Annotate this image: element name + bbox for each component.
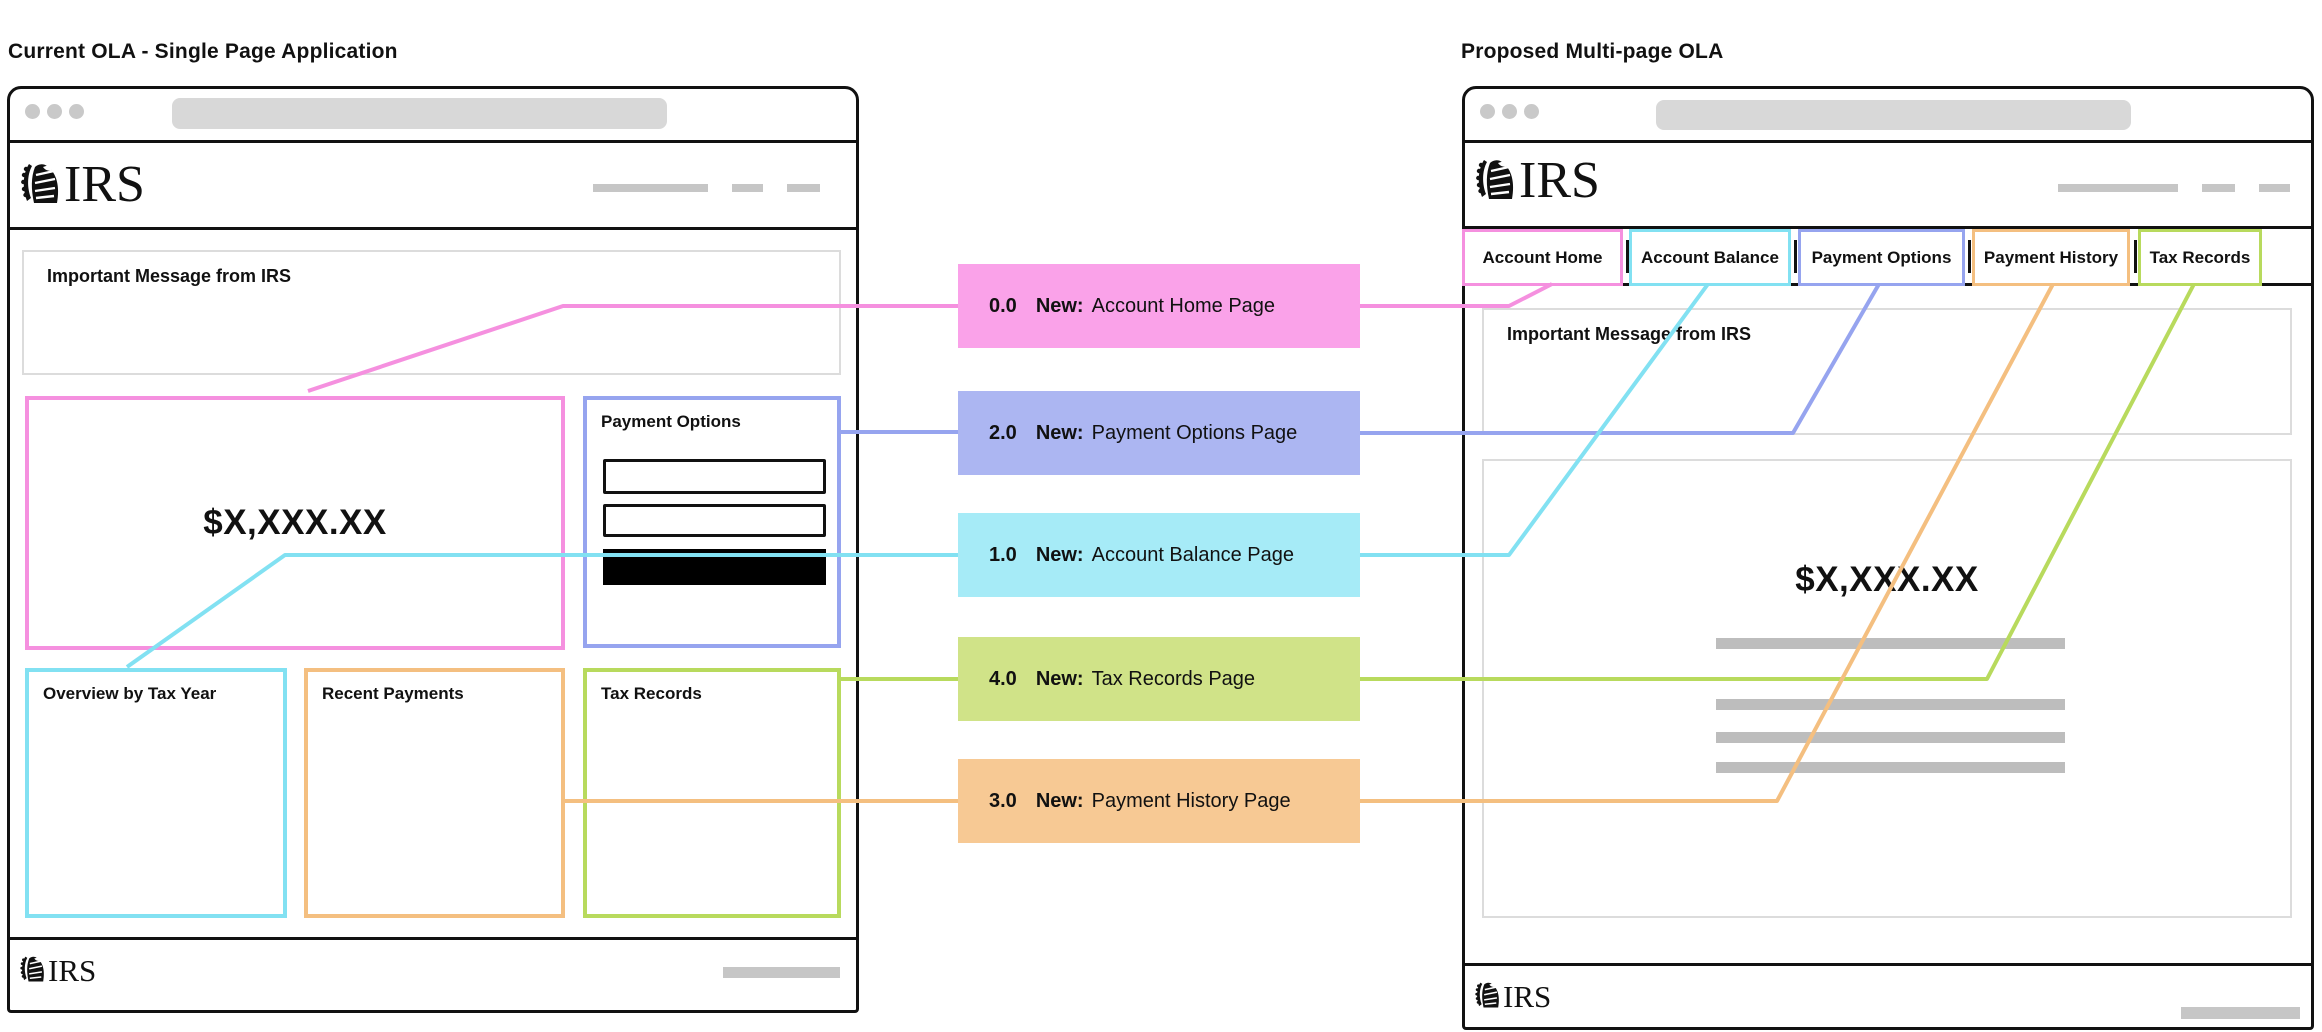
payment-options-title: Payment Options — [601, 412, 741, 431]
nav-bar-long — [2058, 184, 2178, 192]
window-controls — [1480, 104, 1539, 119]
header-nav-placeholder — [2058, 184, 2290, 192]
recent-payments-card: Recent Payments — [304, 668, 565, 918]
irs-site-footer: IRS — [10, 940, 856, 1013]
content-bar-placeholder — [1716, 762, 2065, 773]
irs-eagle-icon — [21, 164, 59, 203]
important-message-card: Important Message from IRS — [1482, 308, 2292, 435]
connector-order: 2.0 — [989, 421, 1017, 444]
connector-label-tax-records: 4.0 New: Tax Records Page — [958, 637, 1360, 721]
content-bar-placeholder — [1716, 732, 2065, 743]
irs-wordmark: IRS — [1503, 978, 1552, 1014]
connector-order: 1.0 — [989, 543, 1017, 566]
tax-records-title: Tax Records — [601, 684, 702, 703]
connector-order: 3.0 — [989, 789, 1017, 812]
nav-bar-short — [787, 184, 820, 192]
window-dot-icon[interactable] — [1502, 104, 1517, 119]
connector-prefix: New: — [1035, 294, 1084, 317]
window-dot-icon[interactable] — [1480, 104, 1495, 119]
window-dot-icon[interactable] — [25, 104, 40, 119]
current-ola-browser-window: IRS Important Message from IRS $X,XXX.XX… — [7, 86, 859, 1013]
tab-payment-history[interactable]: Payment History — [1972, 229, 2130, 286]
account-home-content-card: $X,XXX.XX — [1482, 459, 2292, 918]
right-panel-title: Proposed Multi-page OLA — [1461, 40, 1724, 63]
irs-wordmark: IRS — [64, 156, 145, 213]
irs-wordmark: IRS — [1519, 152, 1600, 209]
recent-payments-title: Recent Payments — [322, 684, 464, 703]
tab-separator — [1794, 240, 1797, 273]
connector-page-name: Account Balance Page — [1091, 543, 1294, 566]
important-message-title: Important Message from IRS — [47, 266, 292, 286]
left-page-content: Important Message from IRS $X,XXX.XX Pay… — [10, 230, 856, 940]
left-panel-title: Current OLA - Single Page Application — [8, 40, 398, 63]
window-dot-icon[interactable] — [47, 104, 62, 119]
header-nav-placeholder — [593, 184, 820, 192]
connector-prefix: New: — [1035, 421, 1084, 444]
payment-input-field[interactable] — [603, 459, 826, 494]
window-dot-icon[interactable] — [1524, 104, 1539, 119]
irs-eagle-icon — [1475, 982, 1499, 1008]
connector-prefix: New: — [1035, 789, 1084, 812]
footer-bar-placeholder — [2181, 1007, 2300, 1019]
irs-logo[interactable]: IRS — [1474, 155, 1600, 207]
tab-separator — [1626, 240, 1629, 273]
connector-label-payment-history: 3.0 New: Payment History Page — [958, 759, 1360, 843]
balance-amount: $X,XXX.XX — [203, 503, 387, 542]
irs-site-header: IRS — [1465, 143, 2311, 229]
payment-options-card: Payment Options — [583, 396, 841, 648]
irs-site-footer: IRS — [1465, 966, 2311, 1030]
tab-separator — [1968, 240, 1971, 273]
connector-page-name: Payment Options Page — [1091, 421, 1298, 444]
connector-label-account-balance: 1.0 New: Account Balance Page — [958, 513, 1360, 597]
balance-amount: $X,XXX.XX — [1795, 560, 1979, 599]
tax-records-card: Tax Records — [583, 668, 841, 918]
connector-page-name: Tax Records Page — [1091, 667, 1256, 690]
tab-separator — [2134, 240, 2137, 273]
connector-prefix: New: — [1035, 543, 1084, 566]
irs-eagle-icon — [1476, 160, 1514, 199]
connector-label-payment-options: 2.0 New: Payment Options Page — [958, 391, 1360, 475]
tab-tax-records[interactable]: Tax Records — [2138, 229, 2262, 286]
irs-site-header: IRS — [10, 143, 856, 230]
overview-by-tax-year-card: Overview by Tax Year — [25, 668, 287, 918]
nav-bar-short — [2202, 184, 2235, 192]
important-message-title: Important Message from IRS — [1507, 324, 1752, 344]
important-message-card: Important Message from IRS — [22, 250, 841, 375]
page-tab-bar: Account Home Account Balance Payment Opt… — [1462, 229, 2311, 286]
irs-logo[interactable]: IRS — [19, 159, 145, 211]
content-bar-placeholder — [1716, 638, 2065, 649]
irs-wordmark: IRS — [48, 952, 97, 988]
window-controls — [25, 104, 84, 119]
nav-bar-short — [732, 184, 763, 192]
nav-bar-long — [593, 184, 708, 192]
proposed-ola-browser-window: IRS Account Home Account Balance Payment… — [1462, 86, 2314, 1030]
irs-eagle-icon — [20, 956, 44, 982]
footer-bar-placeholder — [723, 967, 840, 978]
connector-label-account-home: 0.0 New: Account Home Page — [958, 264, 1360, 348]
window-dot-icon[interactable] — [69, 104, 84, 119]
address-bar[interactable] — [172, 98, 667, 129]
connector-prefix: New: — [1035, 667, 1084, 690]
connector-order: 0.0 — [989, 294, 1017, 317]
browser-chrome — [1465, 89, 2311, 143]
irs-footer-logo: IRS — [1474, 980, 1551, 1012]
connector-order: 4.0 — [989, 667, 1017, 690]
browser-chrome — [10, 89, 856, 143]
overview-title: Overview by Tax Year — [43, 684, 217, 703]
irs-footer-logo: IRS — [19, 954, 96, 986]
content-bar-placeholder — [1716, 699, 2065, 710]
connector-page-name: Payment History Page — [1091, 789, 1291, 812]
tab-account-balance[interactable]: Account Balance — [1629, 229, 1791, 286]
tab-account-home[interactable]: Account Home — [1462, 229, 1623, 286]
right-page-content: Important Message from IRS $X,XXX.XX — [1465, 286, 2311, 966]
payment-input-field[interactable] — [603, 504, 826, 537]
address-bar[interactable] — [1656, 100, 2131, 130]
nav-bar-short — [2259, 184, 2290, 192]
tab-payment-options[interactable]: Payment Options — [1798, 229, 1965, 286]
account-balance-card: $X,XXX.XX — [25, 396, 565, 650]
payment-submit-button[interactable] — [603, 549, 826, 585]
connector-page-name: Account Home Page — [1091, 294, 1276, 317]
